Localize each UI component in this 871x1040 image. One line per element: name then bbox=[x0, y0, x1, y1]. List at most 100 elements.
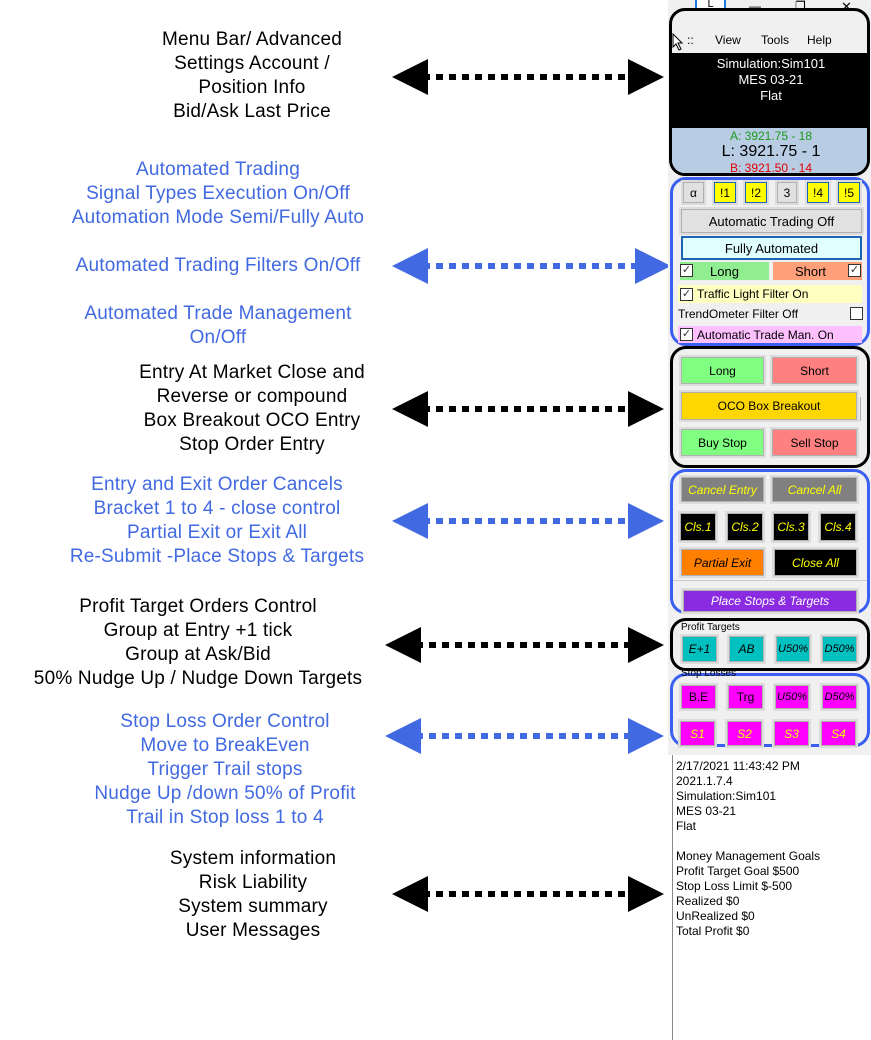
close-button[interactable]: ✕ bbox=[841, 0, 852, 14]
annotation-line: Trail in Stop loss 1 to 4 bbox=[126, 807, 324, 828]
annotation-line: Reverse or compound bbox=[156, 386, 348, 407]
annotation-line: System information bbox=[169, 848, 337, 869]
automatic-trading-toggle[interactable]: Automatic Trading Off bbox=[679, 207, 864, 235]
info-account: Simulation:Sim101 bbox=[676, 789, 777, 803]
price-display: A: 3921.75 - 18 L: 3921.75 - 1 B: 3921.5… bbox=[672, 128, 867, 173]
short-filter: Short bbox=[773, 262, 862, 280]
menu-tools[interactable]: Tools bbox=[761, 33, 790, 47]
cancel-all-button[interactable]: Cancel All bbox=[770, 475, 859, 504]
entry-frame bbox=[670, 346, 870, 468]
menu-bar: :: View Tools Help bbox=[687, 33, 832, 47]
menu-help[interactable]: Help bbox=[807, 33, 832, 47]
annotation-line: System summary bbox=[178, 896, 328, 917]
close-bracket-1-button[interactable]: Cls.1 bbox=[678, 511, 718, 543]
trail-stop-3-button[interactable]: S3 bbox=[772, 719, 811, 748]
menu-grip[interactable]: :: bbox=[687, 33, 694, 47]
place-stops-targets-button[interactable]: Place Stops & Targets bbox=[681, 588, 859, 614]
traffic-light-filter: Traffic Light Filter On bbox=[678, 285, 862, 303]
annotation-filters: Automated Trading Filters On/Off bbox=[8, 254, 428, 278]
divider bbox=[860, 397, 862, 421]
traffic-light-label: Traffic Light Filter On bbox=[697, 287, 809, 301]
trail-stop-4-button[interactable]: S4 bbox=[819, 719, 858, 748]
short-entry-button[interactable]: Short bbox=[770, 355, 859, 386]
signal-1-button[interactable]: !1 bbox=[712, 180, 738, 205]
annotation-line: Settings Account / bbox=[174, 53, 330, 74]
automation-mode-button[interactable]: Fully Automated bbox=[681, 236, 862, 260]
breakeven-button[interactable]: B.E bbox=[679, 683, 718, 711]
long-checkbox[interactable]: ✓ bbox=[680, 264, 693, 277]
annotation-line: On/Off bbox=[189, 327, 247, 348]
close-all-button[interactable]: Close All bbox=[772, 547, 859, 578]
trail-stop-2-button[interactable]: S2 bbox=[725, 719, 764, 748]
signal-5-button[interactable]: !5 bbox=[836, 180, 862, 205]
buy-stop-button[interactable]: Buy Stop bbox=[679, 427, 766, 458]
target-entry-plus-1-button[interactable]: E+1 bbox=[680, 634, 719, 664]
annotation-line: Re-Submit -Place Stops & Targets bbox=[69, 546, 365, 567]
annotation-line: Trigger Trail stops bbox=[147, 759, 303, 780]
stop-nudge-up-button[interactable]: U50% bbox=[773, 683, 811, 711]
long-filter-label: Long bbox=[710, 263, 739, 279]
close-bracket-4-button[interactable]: Cls.4 bbox=[818, 511, 858, 543]
signal-alpha-button[interactable]: α bbox=[681, 180, 706, 205]
oco-box-breakout-button[interactable]: OCO Box Breakout bbox=[679, 390, 859, 422]
annotation-line: Stop Loss Order Control bbox=[120, 711, 330, 732]
minimize-button[interactable]: — bbox=[749, 0, 761, 13]
info-realized: Realized $0 bbox=[676, 894, 740, 908]
restore-button[interactable]: ❐ bbox=[795, 0, 806, 13]
info-position: Flat bbox=[676, 819, 697, 833]
annotation-line: Group at Ask/Bid bbox=[125, 644, 271, 665]
annotation-line: Group at Entry +1 tick bbox=[103, 620, 293, 641]
divider bbox=[673, 580, 867, 581]
annotation-line: Nudge Up /down 50% of Profit bbox=[94, 783, 356, 804]
annotation-line: Position Info bbox=[198, 77, 306, 98]
signal-4-button[interactable]: !4 bbox=[805, 180, 831, 205]
short-checkbox[interactable]: ✓ bbox=[848, 264, 861, 277]
annotation-line: Bracket 1 to 4 - close control bbox=[93, 498, 341, 519]
menu-view[interactable]: View bbox=[715, 33, 741, 47]
system-info-panel: 2/17/2021 11:43:42 PM 2021.1.7.4 Simulat… bbox=[672, 755, 871, 1040]
trade-management-label: Automatic Trade Man. On bbox=[697, 327, 834, 342]
trendometer-label: TrendOmeter Filter Off bbox=[678, 306, 799, 321]
cancel-entry-button[interactable]: Cancel Entry bbox=[679, 475, 766, 504]
trade-management-filter: Automatic Trade Man. On bbox=[678, 326, 862, 343]
close-bracket-3-button[interactable]: Cls.3 bbox=[771, 511, 811, 543]
partial-exit-button[interactable]: Partial Exit bbox=[679, 547, 766, 578]
annotation-line: Menu Bar/ Advanced bbox=[162, 29, 342, 50]
trendometer-checkbox[interactable] bbox=[850, 307, 863, 320]
annotation-line: Box Breakout OCO Entry bbox=[143, 410, 361, 431]
annotation-line: User Messages bbox=[185, 920, 321, 941]
trigger-trail-button[interactable]: Trg bbox=[726, 683, 765, 711]
long-entry-button[interactable]: Long bbox=[679, 355, 766, 386]
info-version: 2021.1.7.4 bbox=[676, 774, 733, 788]
automation-frame bbox=[670, 177, 870, 346]
exit-frame bbox=[670, 469, 870, 614]
annotation-line: Profit Target Orders Control bbox=[79, 596, 317, 617]
target-nudge-down-button[interactable]: D50% bbox=[820, 634, 859, 664]
annotation-line: Signal Types Execution On/Off bbox=[86, 183, 350, 204]
annotation-line: Bid/Ask Last Price bbox=[173, 101, 331, 122]
annotation-line: Automated Trading bbox=[136, 159, 300, 180]
signal-2-button[interactable]: !2 bbox=[743, 180, 769, 205]
stop-losses-label: Stop Losses bbox=[681, 670, 737, 679]
trail-stop-1-button[interactable]: S1 bbox=[678, 719, 717, 748]
annotation-line: Automation Mode Semi/Fully Auto bbox=[71, 207, 365, 228]
annotation-line: Entry and Exit Order Cancels bbox=[91, 474, 343, 495]
signal-3-button[interactable]: 3 bbox=[775, 180, 799, 205]
target-nudge-up-button[interactable]: U50% bbox=[774, 634, 812, 664]
account-display: Simulation:Sim101 MES 03-21 Flat bbox=[672, 53, 867, 128]
close-bracket-2-button[interactable]: Cls.2 bbox=[725, 511, 765, 543]
stop-nudge-down-button[interactable]: D50% bbox=[820, 683, 859, 711]
trade-management-checkbox[interactable]: ✓ bbox=[680, 328, 693, 341]
traffic-light-checkbox[interactable]: ✓ bbox=[680, 288, 693, 301]
instrument-name: MES 03-21 bbox=[738, 72, 804, 87]
position-status: Flat bbox=[760, 88, 782, 103]
target-ask-bid-button[interactable]: AB bbox=[727, 634, 766, 664]
sell-stop-button[interactable]: Sell Stop bbox=[770, 427, 859, 458]
annotation-line: Entry At Market Close and bbox=[139, 362, 365, 383]
